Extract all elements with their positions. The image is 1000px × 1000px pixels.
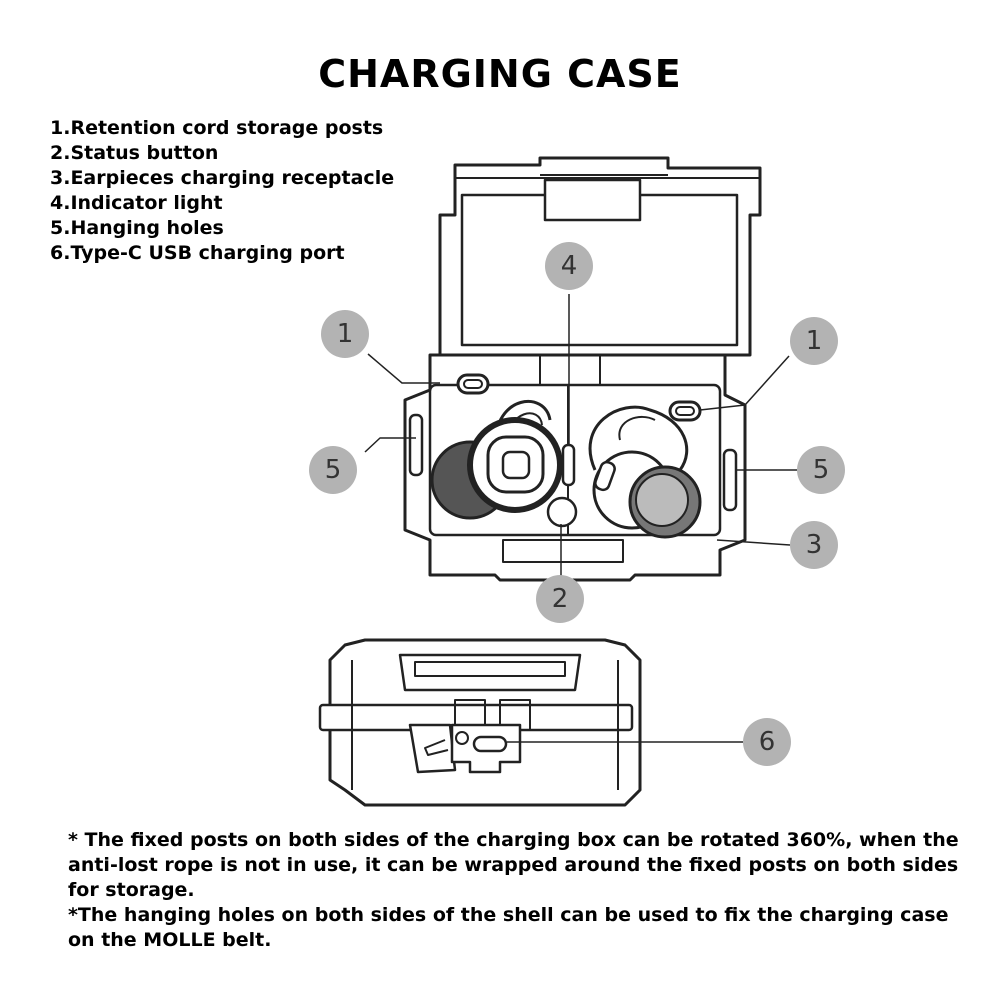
- page-title: CHARGING CASE: [318, 52, 682, 96]
- callout-5-left: 5: [309, 446, 357, 494]
- legend-item-6: 6.Type-C USB charging port: [50, 242, 345, 264]
- legend-item-4: 4.Indicator light: [50, 192, 223, 214]
- retention-post-right: [668, 400, 702, 422]
- legend-item-5: 5.Hanging holes: [50, 217, 224, 239]
- indicator-light: [561, 443, 576, 487]
- callout-6: 6: [743, 718, 791, 766]
- callout-1-left: 1: [321, 310, 369, 358]
- earpiece-left: [430, 399, 563, 520]
- leader-lines: [364, 294, 797, 743]
- earpiece-right: [588, 405, 702, 539]
- callout-3: 3: [790, 521, 838, 569]
- legend-list: 1.Retention cord storage posts 2.Status …: [50, 116, 394, 266]
- closed-case: [318, 638, 642, 807]
- legend-item-1: 1.Retention cord storage posts: [50, 117, 384, 139]
- case-lid: [438, 156, 762, 357]
- status-button: [546, 496, 578, 528]
- callout-5-right-label: 5: [813, 455, 830, 485]
- callout-4-label: 4: [561, 251, 578, 281]
- footnotes: * The fixed posts on both sides of the c…: [68, 828, 968, 953]
- usb-c-port: [472, 735, 508, 753]
- callout-6-label: 6: [759, 727, 776, 757]
- callout-1-right-label: 1: [806, 326, 823, 356]
- legend-item-3: 3.Earpieces charging receptacle: [50, 167, 395, 189]
- footnote-1: * The fixed posts on both sides of the c…: [68, 829, 959, 901]
- callout-2: 2: [536, 575, 584, 623]
- callout-4: 4: [545, 242, 593, 290]
- callout-3-label: 3: [806, 530, 823, 560]
- callout-5-right: 5: [797, 446, 845, 494]
- legend-item-2: 2.Status button: [50, 142, 219, 164]
- callout-5-left-label: 5: [325, 455, 342, 485]
- callout-1-left-label: 1: [337, 319, 354, 349]
- callout-1-right: 1: [790, 317, 838, 365]
- retention-post-left: [456, 373, 490, 395]
- callout-2-label: 2: [552, 584, 569, 614]
- footnote-2: *The hanging holes on both sides of the …: [68, 904, 949, 951]
- lanyard-hook: [424, 731, 469, 756]
